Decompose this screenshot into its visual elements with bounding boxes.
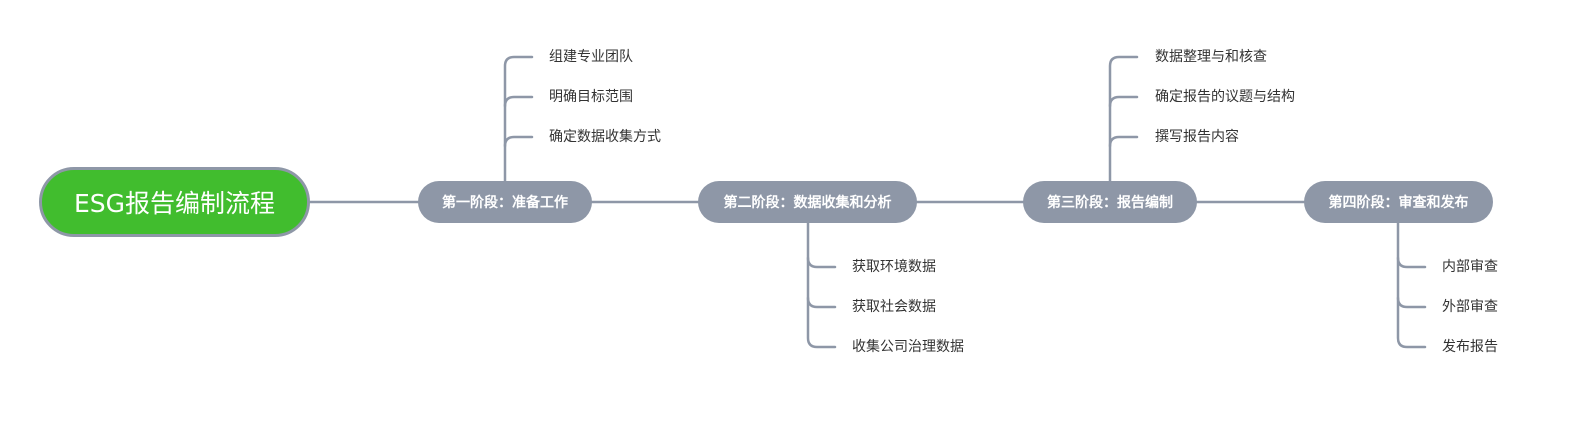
stage-1-item-2[interactable]: 明确目标范围: [549, 89, 633, 105]
branch-stage-1-item-2: [503, 95, 534, 108]
branch-stage-4: [1396, 221, 1427, 349]
branch-stage-3: [1108, 55, 1139, 183]
branch-stage-3-item-2: [1108, 95, 1139, 108]
stage-1-label: 第一阶段：准备工作: [442, 195, 568, 211]
stage-4-item-1[interactable]: 内部审查: [1442, 259, 1498, 275]
stage-4-item-2[interactable]: 外部审查: [1442, 299, 1498, 315]
stage-3-label: 第三阶段：报告编制: [1047, 195, 1173, 211]
branch-stage-1: [503, 55, 534, 183]
branch-stage-2-item-2: [806, 296, 837, 309]
root-topic-label: ESG报告编制流程: [73, 189, 276, 218]
stage-2-item-3[interactable]: 收集公司治理数据: [852, 339, 964, 355]
stage-4-label: 第四阶段：审查和发布: [1328, 195, 1469, 211]
stage-3-item-2[interactable]: 确定报告的议题与结构: [1155, 89, 1295, 105]
stage-4-node[interactable]: 第四阶段：审查和发布: [1304, 181, 1493, 223]
stage-4-item-3[interactable]: 发布报告: [1442, 339, 1498, 355]
stage-2-item-2[interactable]: 获取社会数据: [852, 299, 936, 315]
root-topic-node[interactable]: ESG报告编制流程: [39, 167, 310, 237]
stage-2-label: 第二阶段：数据收集和分析: [723, 195, 892, 211]
stage-1-item-3[interactable]: 确定数据收集方式: [549, 129, 661, 145]
branch-stage-3-item-3: [1108, 135, 1139, 148]
branch-stage-2-item-1: [806, 256, 837, 269]
stage-3-node[interactable]: 第三阶段：报告编制: [1023, 181, 1197, 223]
stage-3-item-3[interactable]: 撰写报告内容: [1155, 129, 1239, 145]
stage-1-node[interactable]: 第一阶段：准备工作: [418, 181, 592, 223]
branch-stage-4-item-1: [1396, 256, 1427, 269]
stage-2-node[interactable]: 第二阶段：数据收集和分析: [698, 181, 917, 223]
stage-1-item-1[interactable]: 组建专业团队: [549, 49, 633, 65]
stage-2-item-1[interactable]: 获取环境数据: [852, 259, 936, 275]
branch-stage-4-item-2: [1396, 296, 1427, 309]
branch-stage-1-item-3: [503, 135, 534, 148]
branch-stage-2: [806, 221, 837, 349]
stage-3-item-1[interactable]: 数据整理与和核查: [1155, 49, 1267, 65]
